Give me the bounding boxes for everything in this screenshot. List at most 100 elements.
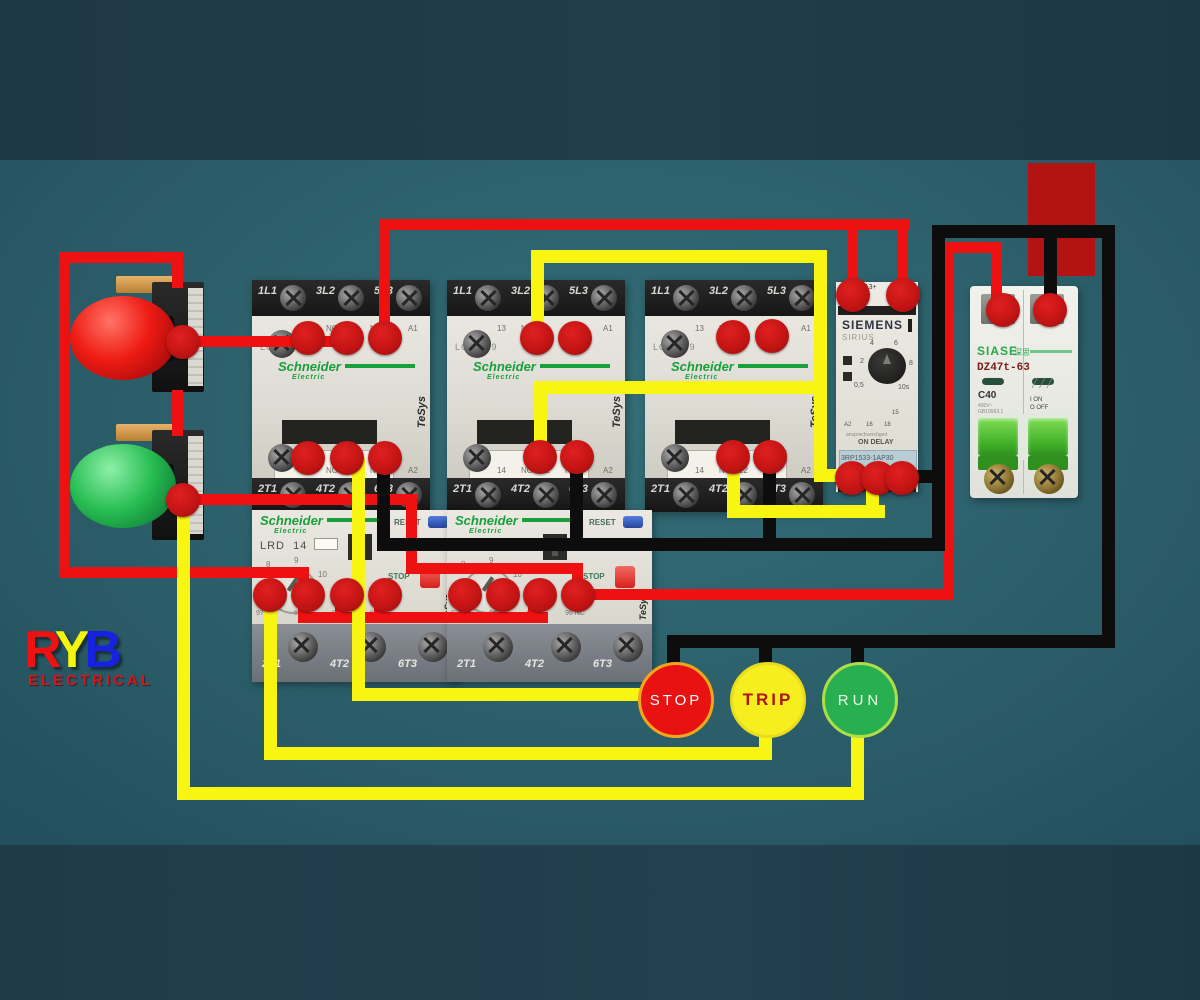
model-label: DZ47t-63 [977, 362, 1030, 374]
wire [814, 250, 827, 482]
wire [847, 225, 858, 301]
aux-label: 13 [497, 324, 506, 333]
reset-button[interactable] [428, 516, 448, 528]
breaker-toggle-2[interactable] [1028, 418, 1068, 456]
indicator-icon [843, 356, 852, 365]
terminal-dot [753, 440, 787, 474]
time-dial-knob[interactable] [868, 348, 906, 384]
brand-text: Schneider [260, 513, 323, 528]
wire [1102, 225, 1115, 648]
series-label: TeSys [611, 396, 623, 429]
line-terminal-strip: 1L1 3L2 5L3 [645, 280, 823, 316]
terminal-screw-icon [280, 285, 306, 311]
wire [177, 498, 190, 800]
reset-button[interactable] [623, 516, 643, 528]
wire [851, 635, 864, 669]
contactor-slot [675, 420, 770, 444]
load-terminal-strip: 2T1 4T2 6T3 [447, 478, 625, 512]
brand-text: SIASE [977, 344, 1019, 358]
terminal-label: 2T1 [258, 483, 277, 495]
wire [352, 458, 365, 701]
aux-label: A2 [603, 466, 613, 475]
brand-sub-text: Electric [292, 374, 326, 381]
terminal-screw-icon [789, 482, 815, 508]
brand-text: Schneider [473, 359, 536, 374]
dial-mark: 9 [294, 556, 299, 565]
pole-divider [1023, 290, 1024, 494]
wire [667, 635, 680, 669]
terminal-dot [986, 293, 1020, 327]
brand-sub-text: Electric [274, 528, 308, 535]
terminal-label: 4T2 [511, 483, 530, 495]
aux-terminal-label: 96 NC [565, 610, 585, 617]
wire [531, 250, 544, 338]
load-terminal-strip: 2T1 4T2 6T3 [447, 624, 652, 682]
trip-indicator-lamp: TRIP [730, 662, 806, 738]
reset-label: RESET [589, 518, 616, 527]
schneider-logo: Schneider Electric [278, 358, 415, 381]
terminal-label: 2T1 [651, 483, 670, 495]
dial-mark: 8 [266, 560, 271, 569]
power-source-block [1028, 163, 1095, 276]
rating-window [314, 538, 338, 550]
wire [177, 787, 864, 800]
wire [177, 494, 417, 505]
green-mushroom-cap[interactable] [70, 444, 176, 528]
pin-label: 18 [884, 422, 891, 428]
wire [264, 747, 772, 760]
terminal-screw-icon [673, 482, 699, 508]
dial-mark: 10 [318, 570, 327, 579]
terminal-dot [330, 578, 364, 612]
wire [534, 381, 827, 394]
on-off-legend: I ON O OFF [1030, 396, 1048, 412]
decor [908, 319, 912, 332]
wire [406, 494, 417, 574]
logo-subtitle: ELECTRICAL [28, 672, 153, 689]
wire [570, 455, 583, 547]
wire [897, 225, 908, 301]
wire [991, 242, 1002, 312]
red-mushroom-cap[interactable] [70, 296, 176, 380]
dial-mark: 6 [894, 340, 898, 347]
dial-mark: 0,5 [854, 382, 864, 389]
stop-button[interactable] [615, 566, 635, 588]
terminal-label: 4T2 [525, 658, 544, 670]
wire [183, 336, 353, 347]
spec-line: 400V~ [978, 403, 993, 409]
wire [932, 228, 945, 551]
contactor-slot [477, 420, 572, 444]
wire [406, 563, 583, 574]
terminal-dot [523, 440, 557, 474]
lamp-label: RUN [837, 691, 883, 709]
wire [667, 635, 1115, 648]
terminal-label: 3L2 [316, 285, 335, 297]
status-window [1032, 378, 1054, 385]
terminal-dot [448, 578, 482, 612]
wire [377, 538, 945, 551]
schneider-logo: Schneider Electric [473, 358, 610, 381]
terminal-dot [166, 325, 200, 359]
contactor-1: 1L1 3L2 5L3 13 NO 21 NC A1 LC1 D09 Schne… [252, 280, 430, 512]
wire [172, 252, 183, 288]
terminal-label: 4T2 [709, 483, 728, 495]
aux-label: 14 [695, 466, 704, 475]
terminal-dot [520, 321, 554, 355]
on-label: I ON [1030, 397, 1043, 403]
aux-label: 22 [739, 466, 748, 475]
terminal-screw-icon [475, 285, 501, 311]
terminal-label: 1L1 [258, 285, 277, 297]
terminal-dot [560, 440, 594, 474]
delay-text: ansprechverzögert [846, 432, 888, 438]
logo-letter-b: B [84, 621, 121, 679]
contactor-slot [282, 420, 377, 444]
terminal-screw-icon [613, 632, 643, 662]
wire [172, 390, 183, 436]
terminal-screw-icon [551, 632, 581, 662]
terminal-dot [1033, 293, 1067, 327]
wire [851, 728, 864, 787]
line-terminal-strip: 1L1 3L2 5L3 [252, 280, 430, 316]
aux-label: A1 [603, 324, 613, 333]
stop-label: STOP [583, 572, 605, 581]
terminal-dot [836, 278, 870, 312]
breaker-toggle-1[interactable] [978, 418, 1018, 456]
